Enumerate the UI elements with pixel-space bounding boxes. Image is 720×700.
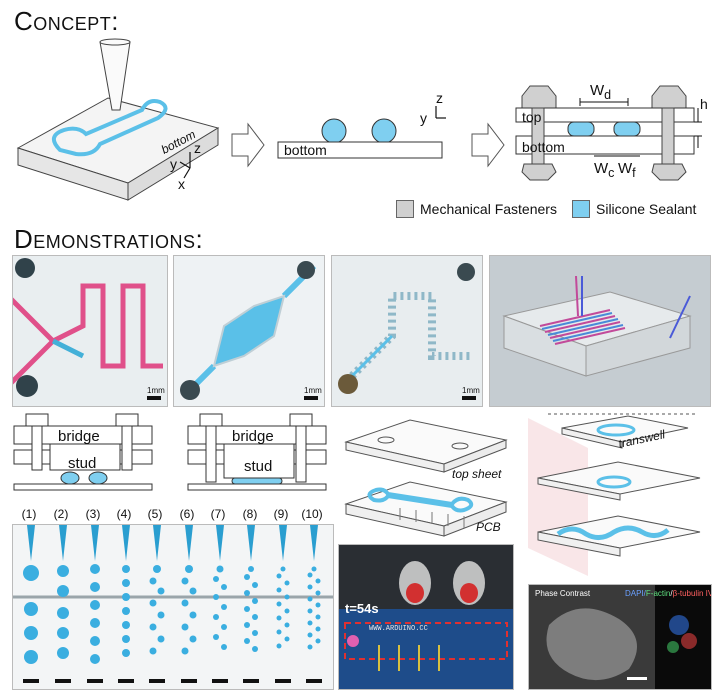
legend-sealant-label: Silicone Sealant bbox=[596, 201, 697, 217]
photo-chamber: 1mm bbox=[173, 255, 325, 407]
droplet-label-5: (5) bbox=[147, 507, 163, 521]
stud-right-label: stud bbox=[244, 458, 273, 475]
photo-microscopy: Phase Contrast DAPI/F-actin/β-tubulin IV bbox=[528, 584, 712, 690]
section-bottom-label: bottom bbox=[284, 142, 327, 158]
axis2-z-label: z bbox=[436, 90, 443, 106]
legend-fasteners-label: Mechanical Fasteners bbox=[420, 201, 557, 217]
dotted-channel bbox=[338, 263, 475, 394]
droplet-label-7: (7) bbox=[210, 507, 226, 521]
arduino-board bbox=[339, 545, 513, 689]
legend-fasteners-swatch bbox=[396, 200, 414, 218]
photo-serpentine-mixer: 1mm bbox=[12, 255, 168, 407]
top-sheet-label: top sheet bbox=[452, 467, 502, 481]
droplet-label-8: (8) bbox=[242, 507, 258, 521]
axis2-icon bbox=[435, 106, 446, 119]
droplet-label-9: (9) bbox=[273, 507, 289, 521]
droplet-label-1: (1) bbox=[21, 507, 37, 521]
time-label: t=54s bbox=[345, 601, 379, 616]
scale-label-3: 1mm bbox=[462, 386, 480, 395]
wf-label: Wf bbox=[618, 160, 636, 180]
axis-y-label: y bbox=[170, 156, 177, 172]
axis2-y-label: y bbox=[420, 110, 427, 126]
axis-x-label: x bbox=[178, 176, 185, 192]
scale-label-1: 1mm bbox=[147, 386, 165, 395]
top-plate-label: top bbox=[522, 109, 542, 125]
photo-dotted-channel: 1mm bbox=[331, 255, 483, 407]
concept-heading: Concept: bbox=[14, 6, 120, 36]
photo-arduino: t=54s WWW.ARDUINO.CC bbox=[338, 544, 514, 690]
pcb-label: PCB bbox=[476, 520, 501, 534]
droplet-label-3: (3) bbox=[85, 507, 101, 521]
photo-device-array bbox=[489, 255, 711, 407]
transwell-exploded-diagram bbox=[528, 413, 701, 576]
demonstrations-heading: Demonstrations: bbox=[14, 224, 204, 254]
device-array bbox=[490, 256, 710, 406]
assembly-diagram bbox=[515, 85, 702, 181]
bridge-stud-diagram-right bbox=[187, 413, 327, 491]
h-label: h bbox=[700, 96, 708, 112]
scale-label-2: 1mm bbox=[304, 386, 322, 395]
arrow-right-icon bbox=[231, 122, 265, 168]
droplet-label-10: (10) bbox=[301, 507, 323, 521]
photo-droplet-generation bbox=[12, 524, 334, 690]
wc-label: Wc bbox=[594, 160, 615, 180]
arrow-right-icon-2 bbox=[471, 122, 505, 168]
microscopy-image bbox=[529, 585, 711, 689]
legend-sealant-swatch bbox=[572, 200, 590, 218]
bottom-plate-label: bottom bbox=[522, 139, 565, 155]
cross-section-diagram bbox=[277, 118, 443, 159]
droplet-label-2: (2) bbox=[53, 507, 69, 521]
scale-bar-2 bbox=[304, 396, 318, 400]
stud-left-label: stud bbox=[68, 455, 97, 472]
arduino-label: WWW.ARDUINO.CC bbox=[369, 625, 428, 633]
bridge-left-label: bridge bbox=[58, 428, 100, 445]
scale-bar bbox=[147, 396, 161, 400]
serpentine-channel bbox=[13, 258, 163, 397]
droplet-columns bbox=[13, 525, 333, 683]
phase-contrast-label: Phase Contrast bbox=[535, 589, 591, 598]
chip-3d-diagram bbox=[16, 38, 220, 201]
droplet-label-6: (6) bbox=[179, 507, 195, 521]
scale-bar-3 bbox=[462, 396, 476, 400]
wd-label: Wd bbox=[590, 82, 612, 102]
axis-z-label: z bbox=[194, 140, 201, 156]
bridge-stud-diagram-left bbox=[13, 413, 153, 491]
pcb-exploded-diagram bbox=[344, 419, 508, 537]
bridge-right-label: bridge bbox=[232, 428, 274, 445]
droplet-label-4: (4) bbox=[116, 507, 132, 521]
chamber-channel bbox=[180, 261, 317, 400]
stain-label: DAPI/F-actin/β-tubulin IV bbox=[625, 589, 712, 598]
